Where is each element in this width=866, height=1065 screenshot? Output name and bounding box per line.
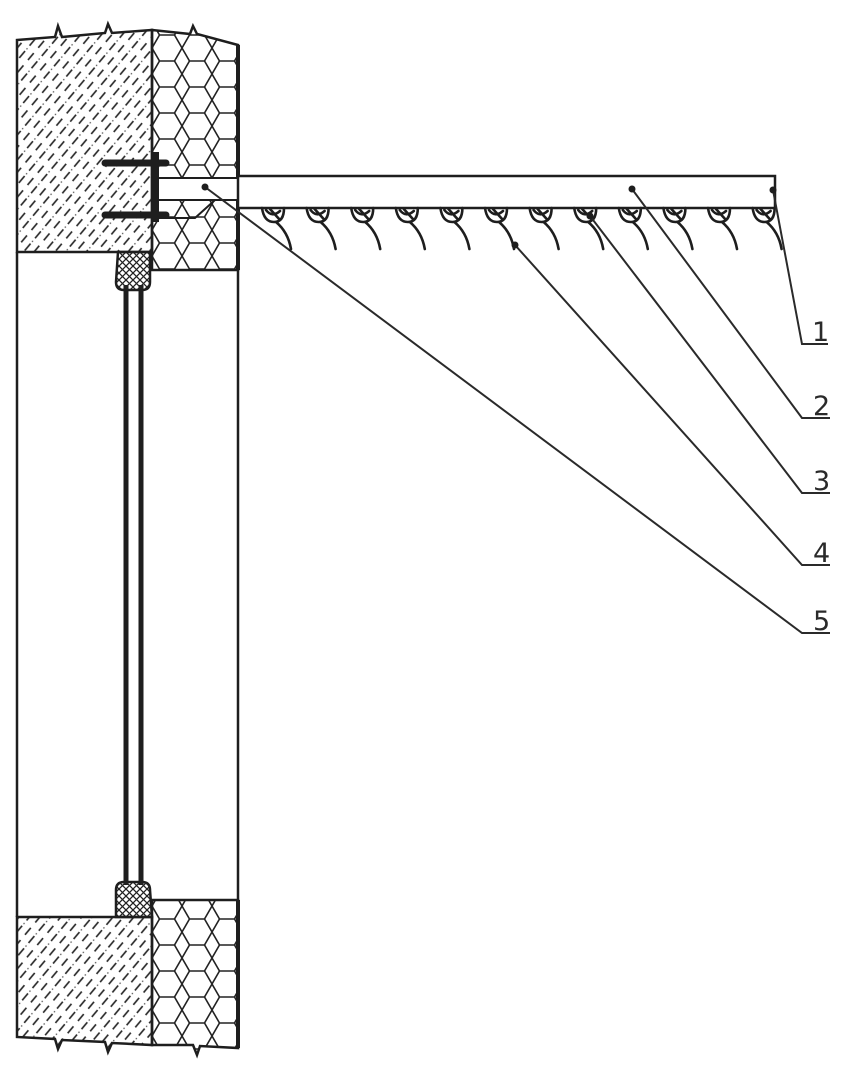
louver-blade [662, 206, 694, 251]
callout-2: 2 [813, 391, 830, 422]
louver-blade [394, 206, 427, 251]
louver-blade [617, 206, 650, 251]
window-glazing [114, 250, 154, 919]
window-opening [15, 252, 240, 917]
support-plate [236, 174, 777, 210]
leader-5 [204, 186, 830, 634]
leader-2 [631, 188, 830, 419]
leader-3 [589, 215, 830, 494]
seal-top [114, 250, 152, 292]
louver-blade [260, 206, 293, 251]
insulation-bottom [150, 898, 240, 1059]
callout-5: 5 [813, 606, 830, 637]
louver-blade [483, 206, 516, 251]
louver-blade [572, 206, 605, 251]
louver-blade [439, 206, 471, 251]
louver-blade [349, 206, 382, 251]
callout-3: 3 [813, 466, 830, 497]
insulation-top [150, 22, 240, 272]
leader-4 [514, 244, 830, 566]
callout-1: 1 [812, 317, 829, 348]
seal-bottom [114, 880, 154, 919]
louver-blade [706, 206, 739, 251]
louver-blades [260, 206, 783, 251]
louver-blade [751, 206, 783, 251]
masonry-wall-bottom [15, 915, 154, 1056]
masonry-wall-top [15, 20, 154, 254]
callout-4: 4 [813, 538, 830, 569]
leader-lines [204, 186, 830, 634]
louver-blade [528, 206, 560, 251]
leader-dots [201, 183, 777, 249]
leader-1 [772, 189, 828, 345]
louver-blade [305, 206, 337, 251]
